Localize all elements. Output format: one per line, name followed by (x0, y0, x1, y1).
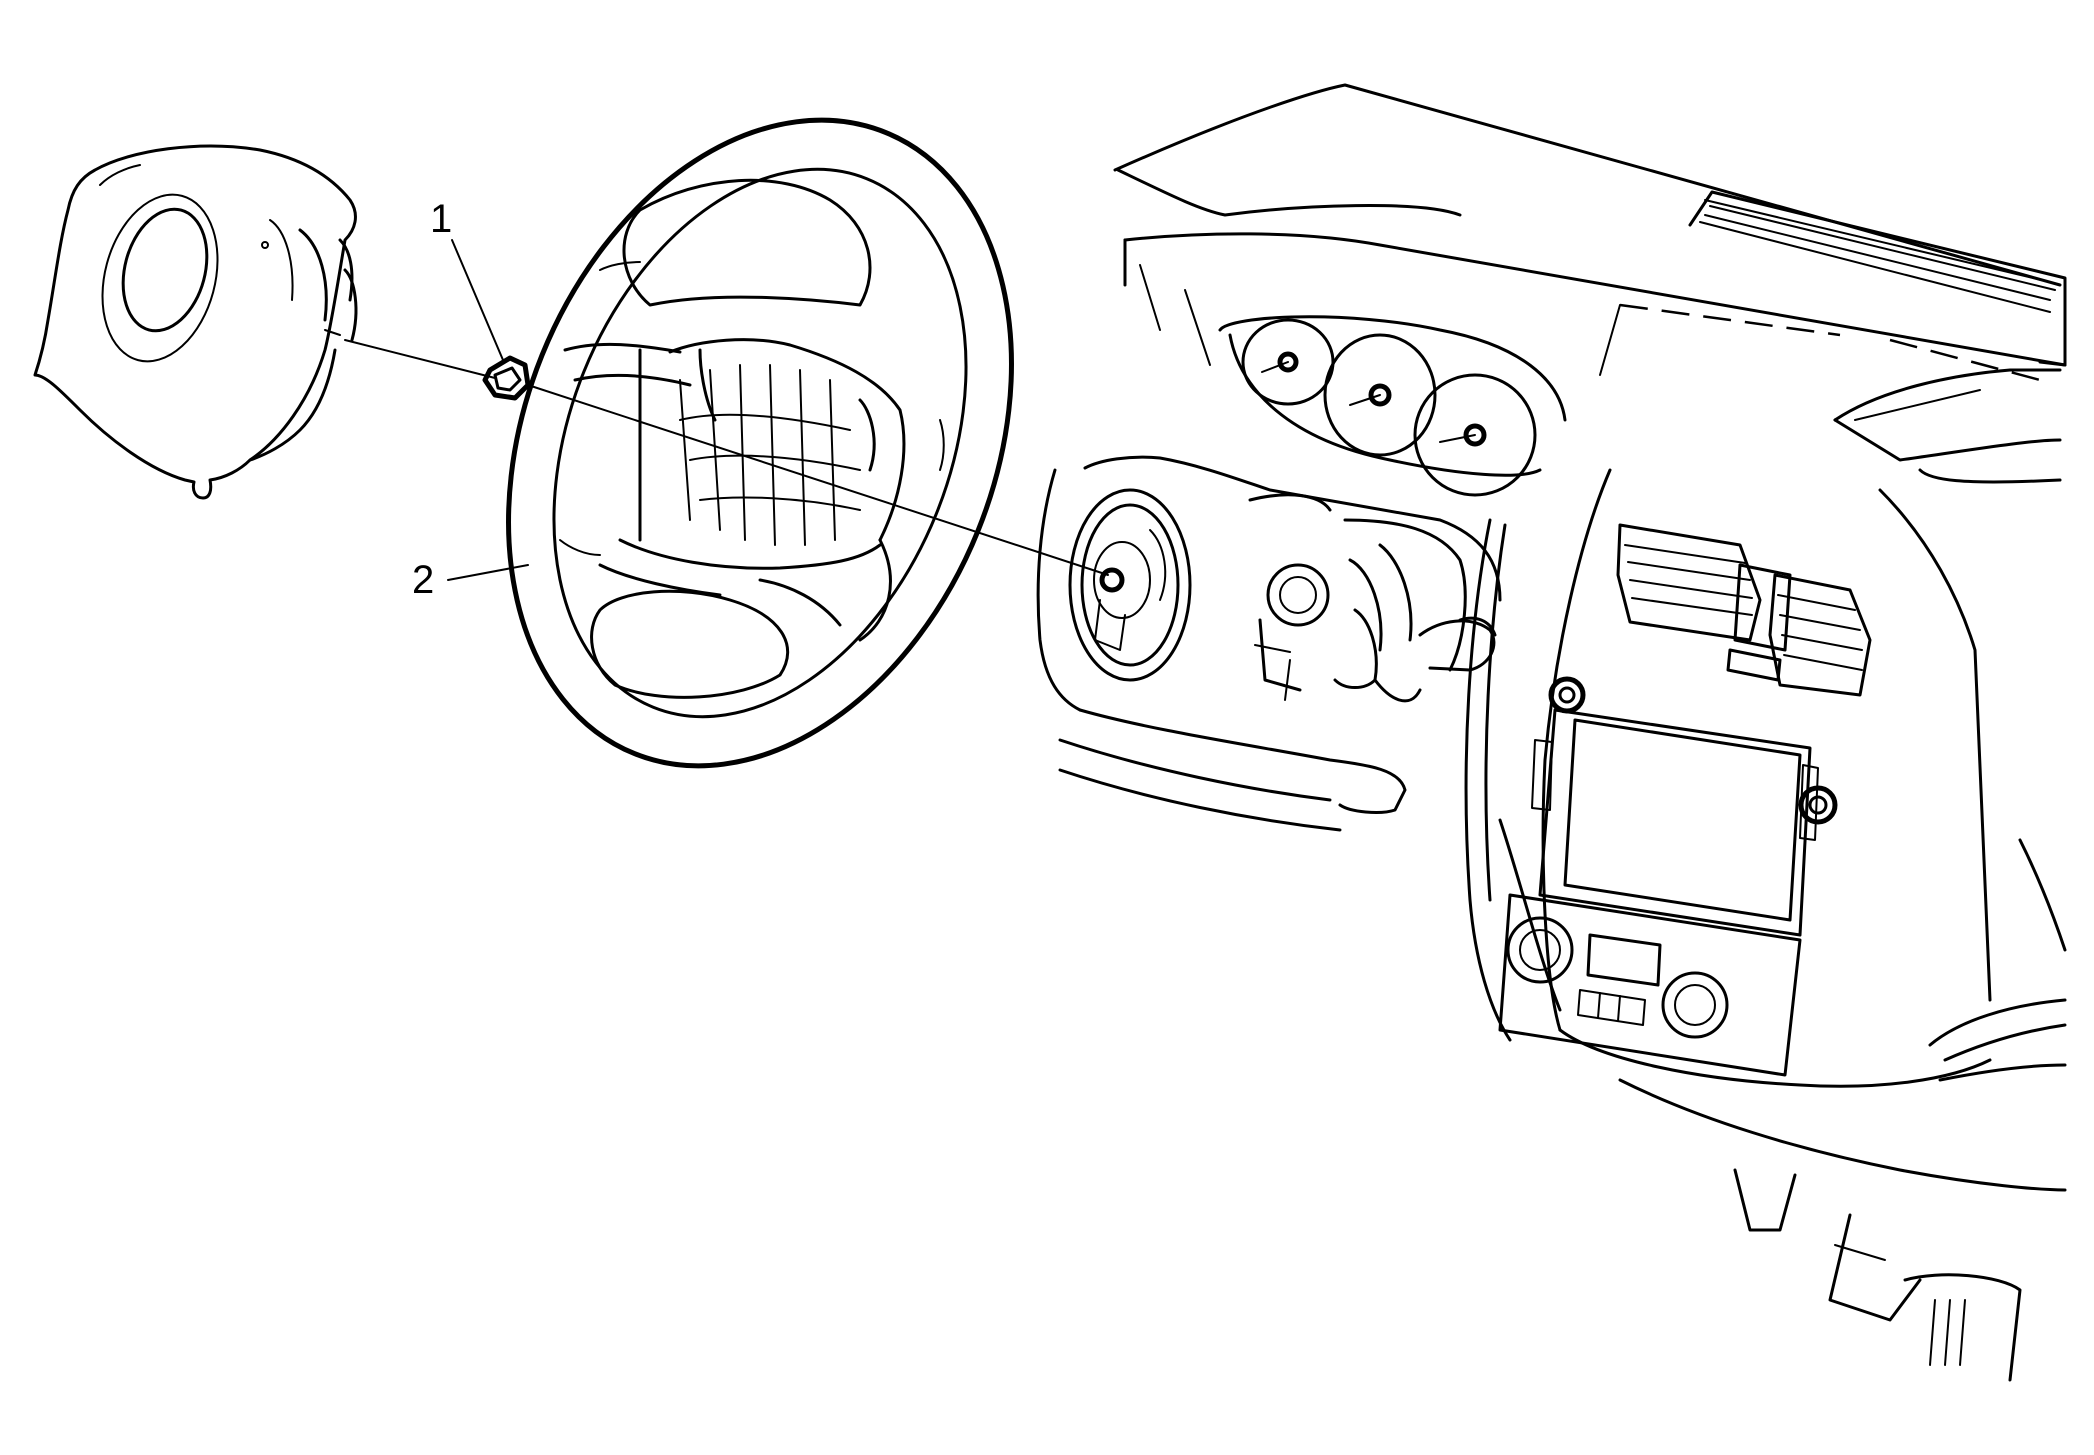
alignment-lines (344, 339, 1109, 576)
callout-1-label: 1 (430, 197, 452, 241)
center-stack (1464, 468, 1992, 1088)
steering-wheel-nut (482, 355, 531, 401)
callout-1-leader (451, 239, 504, 361)
callout-1: 1 (430, 197, 504, 361)
callout-2-label: 2 (412, 558, 434, 602)
airbag-module (33, 144, 358, 500)
callout-2: 2 (412, 558, 529, 602)
steering-column (1036, 455, 1502, 814)
steering-wheel (506, 117, 1014, 769)
instrument-panel (1058, 83, 2067, 1382)
callout-2-leader (447, 564, 529, 581)
